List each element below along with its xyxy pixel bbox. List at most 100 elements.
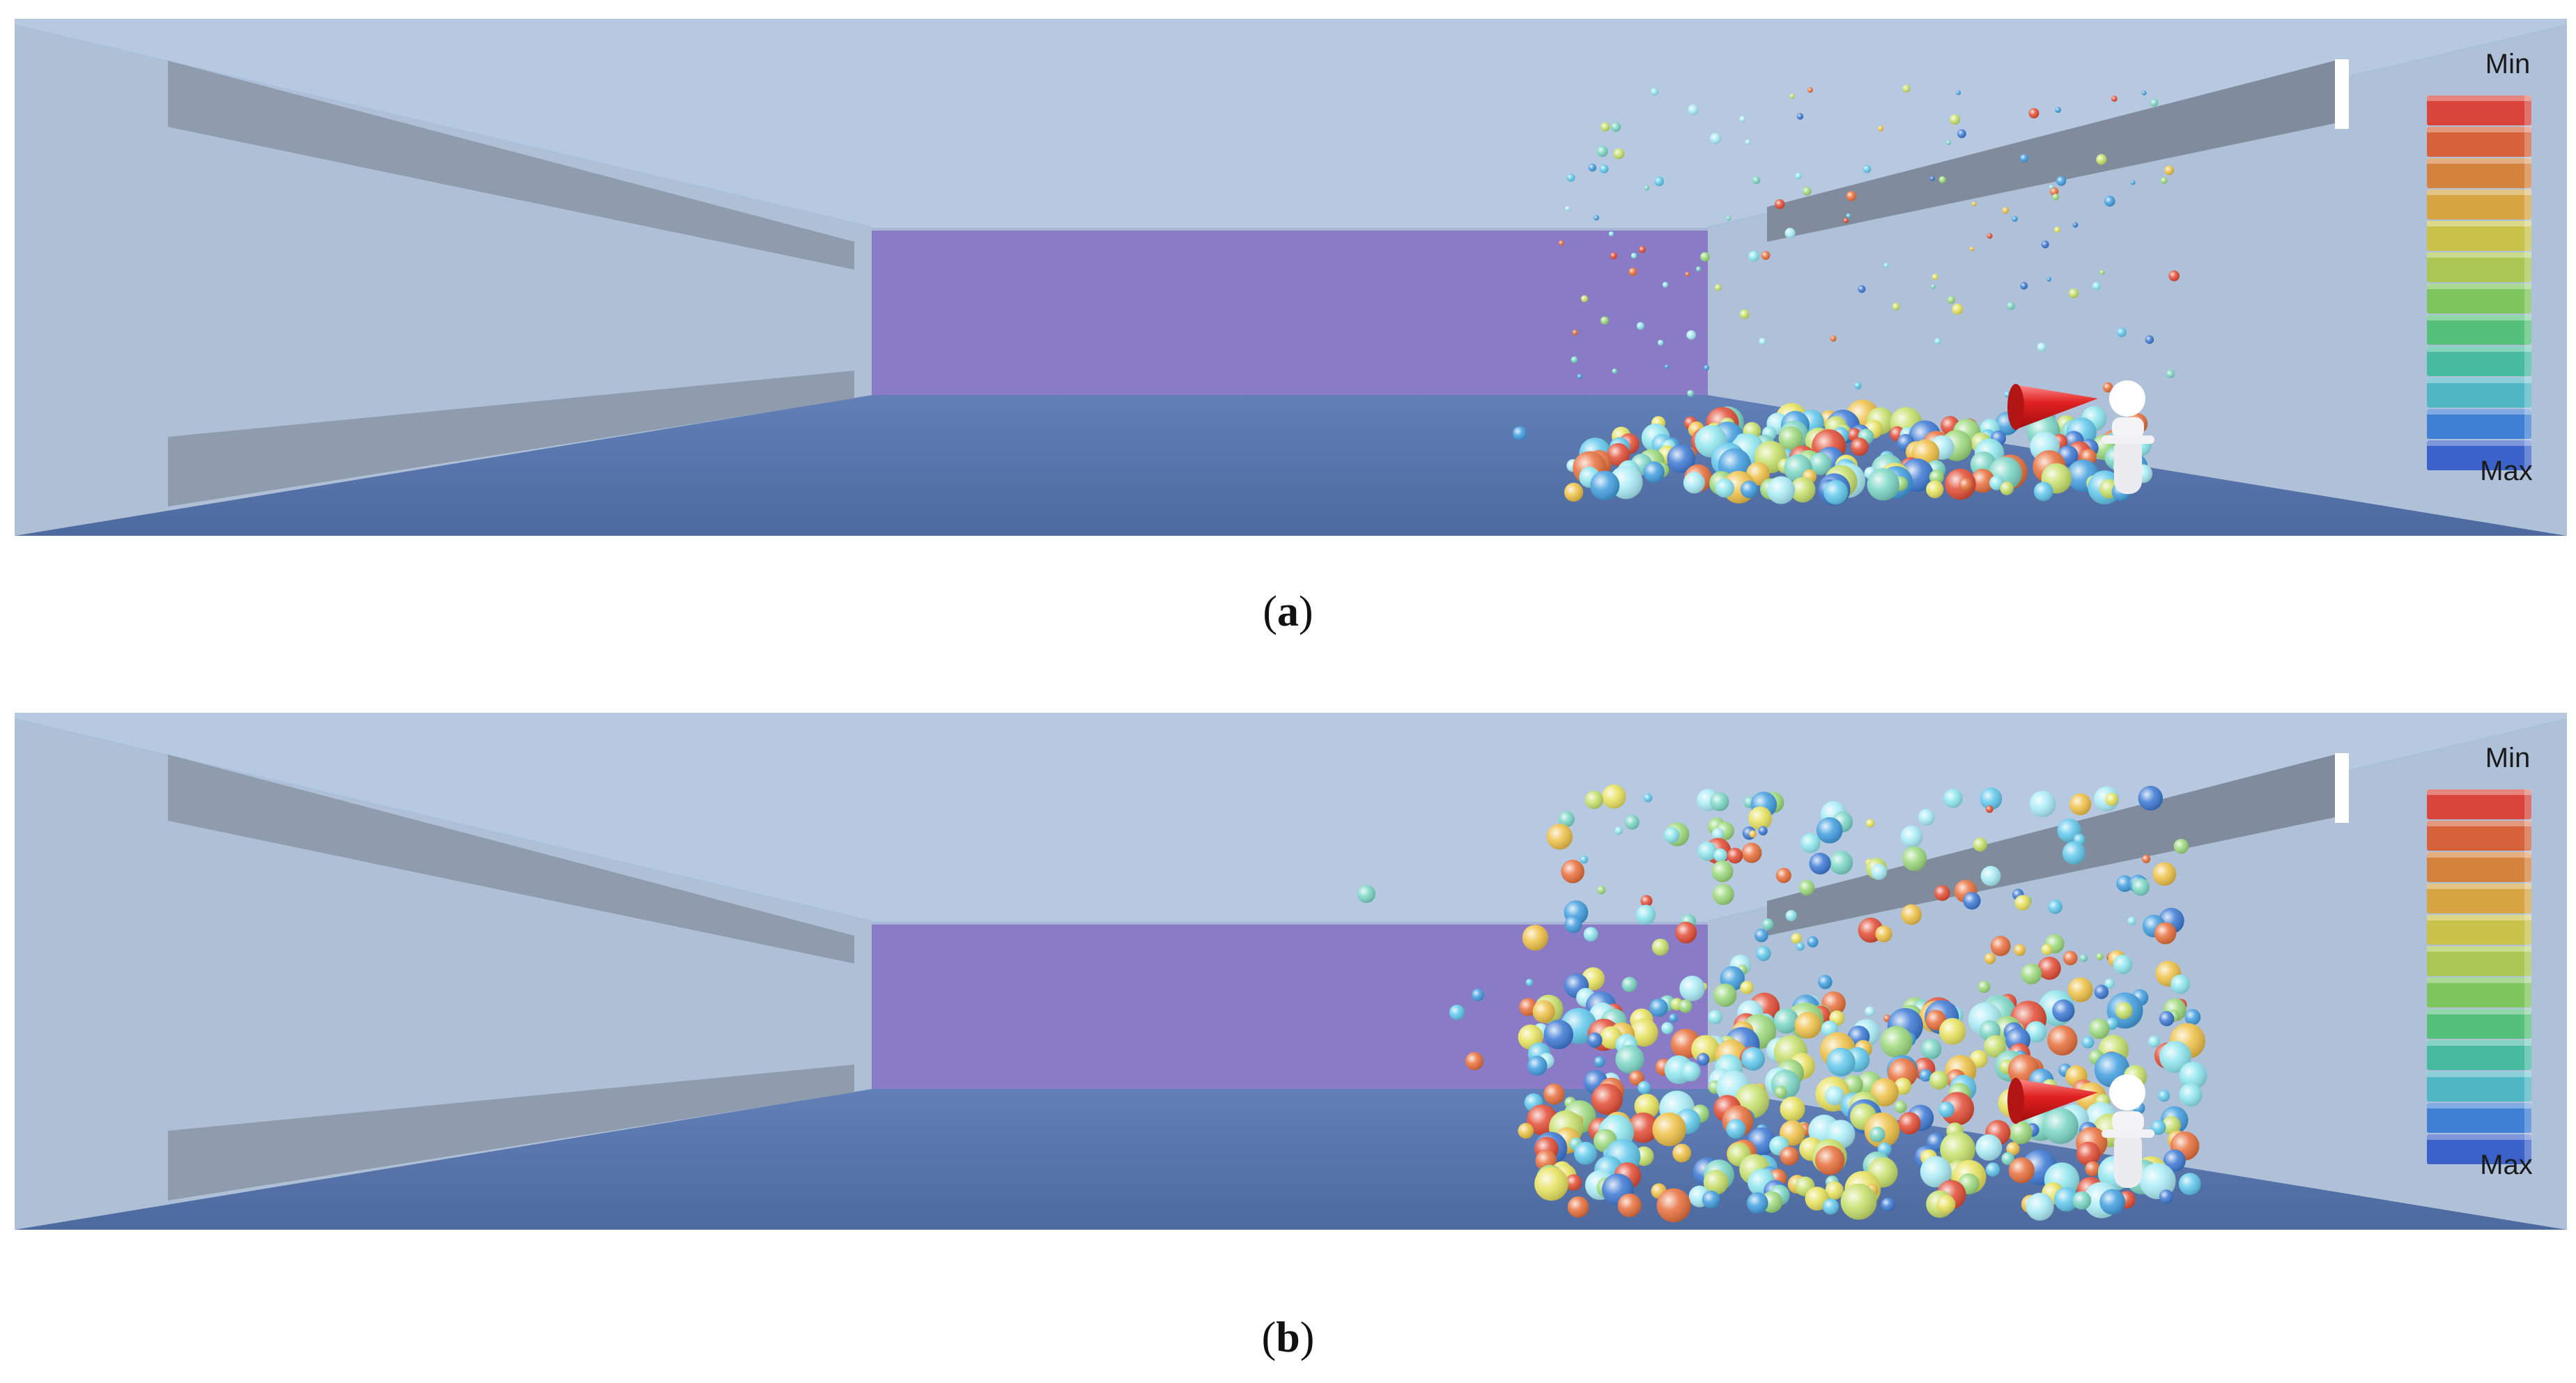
particle-shading: [1748, 250, 1759, 262]
particle-shading: [1745, 139, 1751, 145]
particle-shading: [1936, 1195, 1956, 1214]
particle-shading: [2041, 240, 2049, 249]
particle-shading: [2178, 1173, 2201, 1196]
particle-shading: [1800, 833, 1821, 853]
particle-shading: [1644, 185, 1650, 191]
particle-shading: [1615, 1044, 1644, 1074]
particle-shading: [2041, 944, 2053, 955]
particle-shading: [1748, 806, 1773, 830]
legend-swatch-highlight: [2427, 378, 2531, 383]
particle-shading: [1854, 382, 1862, 389]
particle-shading: [1713, 983, 1737, 1007]
particle-shading: [2076, 1141, 2101, 1166]
vent-bar-right: [1767, 61, 2335, 242]
particle-shading: [1901, 904, 1922, 925]
particle-shading: [1959, 477, 1973, 492]
particle-shading: [1679, 999, 1692, 1013]
particle-shading: [1796, 942, 1805, 951]
particle-shading: [2111, 95, 2118, 102]
particle-shading: [1984, 952, 1996, 964]
particle-shading: [2019, 154, 2028, 162]
particle-shading: [2159, 1041, 2192, 1073]
particle-shading: [2159, 1011, 2175, 1026]
particle-shading: [1669, 1013, 1678, 1023]
particle-shading: [1546, 824, 1573, 850]
particle-shading: [1809, 852, 1831, 875]
particle-shading: [2154, 922, 2177, 945]
particle-shading: [2105, 793, 2118, 806]
particle-shading: [1761, 251, 1771, 260]
legend-swatch: [2427, 1134, 2531, 1164]
vent-bar-left-lower: [168, 371, 854, 507]
particle-shading: [1900, 825, 1923, 848]
particle-shading: [2055, 107, 2061, 113]
particle-shading: [2130, 180, 2136, 185]
particle-shading: [1985, 1162, 2000, 1177]
legend-swatch: [2427, 978, 2531, 1007]
particle-shading: [2037, 957, 2061, 980]
particle-shading: [1617, 1193, 1642, 1217]
particle-shading: [1577, 373, 1582, 380]
legend-swatch-highlight: [2427, 946, 2531, 952]
legend-min-label: Min: [2485, 743, 2530, 773]
particle-shading: [1599, 164, 1609, 173]
right-wall: [1708, 720, 2567, 1230]
particle-shading: [1601, 122, 1610, 132]
particle-shading: [1943, 789, 1963, 808]
particle-shading: [1843, 217, 1849, 224]
particle-shading: [1945, 140, 1951, 146]
particle-shading: [2116, 875, 2134, 893]
legend-swatch: [2427, 1009, 2531, 1039]
particle-shading: [1628, 1070, 1644, 1085]
particle-shading: [1867, 468, 1899, 501]
particle-shading: [1880, 1026, 1913, 1058]
particle-shading: [1711, 828, 1725, 840]
legend-swatch-highlight: [2427, 95, 2531, 101]
particle-shading: [1584, 790, 1603, 810]
particle-shading: [1513, 426, 1527, 440]
particle-shading: [2168, 270, 2180, 281]
particle-shading: [1780, 1146, 1799, 1166]
particle-shading: [2099, 270, 2105, 275]
legend-min-label: Min: [2485, 49, 2530, 79]
person-torso: [2112, 1111, 2144, 1132]
particle-shading: [1740, 980, 1754, 994]
particle-shading: [1971, 201, 1977, 207]
particle-shading: [1929, 176, 1935, 181]
particle-shading: [1902, 84, 1911, 93]
particle-shading: [1704, 364, 1710, 371]
particle-shading: [2152, 862, 2177, 886]
particle-shading: [1825, 1181, 1844, 1200]
particle-cloud: [1357, 785, 2207, 1223]
vent-bar-right-endcap: [2335, 59, 2349, 129]
particle-shading: [1926, 480, 1944, 498]
particle-shading: [1984, 1035, 2007, 1058]
particle-shading: [1621, 977, 1637, 993]
particle-shading: [1818, 975, 1833, 989]
particle-shading: [1601, 316, 1609, 325]
particle-shading: [2170, 974, 2190, 994]
particle-shading: [1980, 787, 2003, 810]
particle-shading: [1571, 356, 1578, 363]
particle-shading: [1785, 910, 1797, 922]
particle-shading: [2092, 281, 2101, 291]
particle-shading: [1636, 322, 1644, 330]
particle-shading: [1667, 444, 1696, 473]
arrow-cone-base: [2007, 384, 2024, 430]
particle-shading: [1726, 215, 1732, 221]
particle-shading: [1675, 921, 1697, 943]
particle-shading: [1952, 303, 1964, 315]
particle-shading: [2052, 999, 2075, 1022]
particle-shading: [1934, 885, 1950, 901]
legend-swatch-highlight: [2427, 190, 2531, 195]
particle-shading: [1614, 826, 1623, 835]
particle-shading: [1774, 1085, 1787, 1099]
particle-shading: [1652, 1112, 1686, 1147]
back-wall: [872, 922, 1708, 1089]
particle-shading: [2179, 1083, 2203, 1106]
particle-shading: [2164, 165, 2175, 176]
particle-shading: [2173, 839, 2189, 854]
legend-swatch-highlight: [2427, 221, 2531, 226]
particle-shading: [1749, 830, 1757, 838]
vent-bar-left-upper: [168, 755, 854, 964]
